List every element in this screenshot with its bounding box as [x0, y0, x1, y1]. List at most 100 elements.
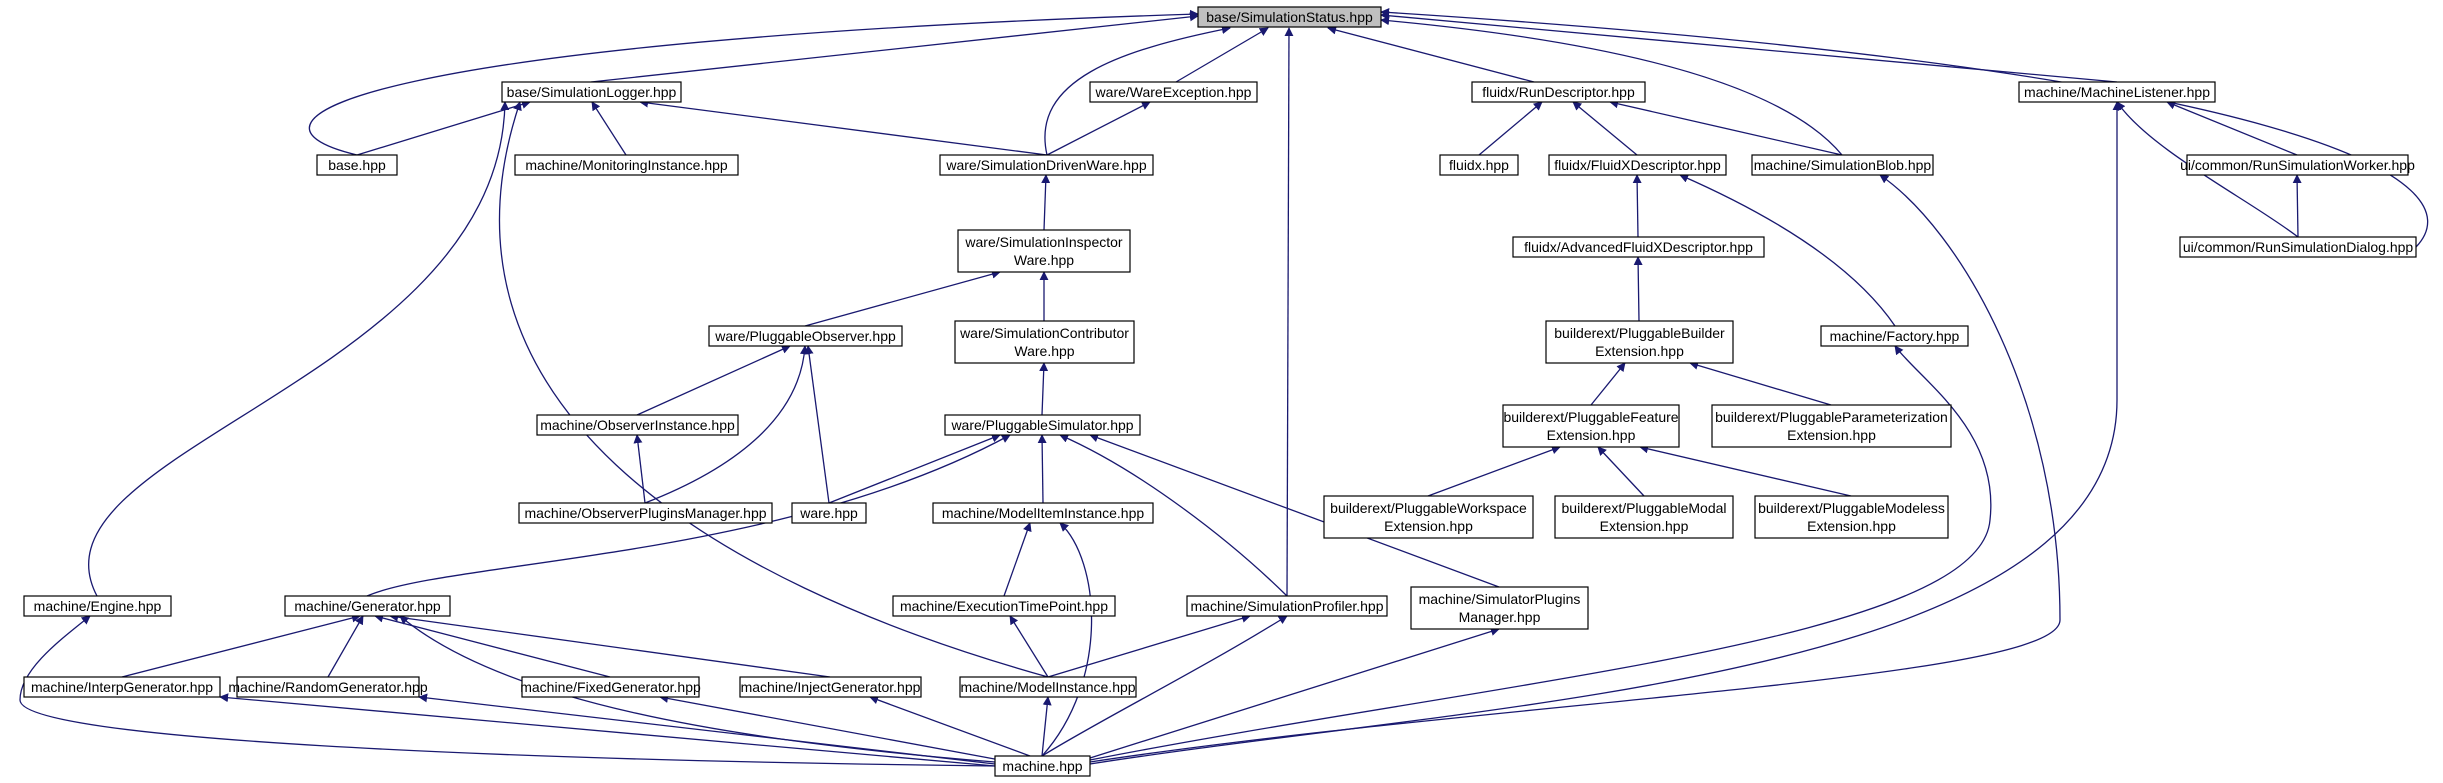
- node-ware-hpp[interactable]: ware.hpp: [791, 502, 867, 524]
- node-label: machine/ModelItemInstance.hpp: [942, 505, 1145, 521]
- node-box[interactable]: [1554, 495, 1734, 539]
- node-machine-modeliteminstance-hpp[interactable]: machine/ModelItemInstance.hpp: [932, 502, 1154, 524]
- node-machine-fixedgenerator-hpp[interactable]: machine/FixedGenerator.hpp: [520, 676, 701, 698]
- node-label: ware.hpp: [799, 505, 858, 521]
- node-box[interactable]: [2186, 154, 2409, 176]
- node-box[interactable]: [536, 414, 739, 436]
- node-box[interactable]: [514, 154, 739, 176]
- node-box[interactable]: [1089, 81, 1258, 103]
- node-machine-engine-hpp[interactable]: machine/Engine.hpp: [23, 595, 172, 617]
- node-machine-injectgenerator-hpp[interactable]: machine/InjectGenerator.hpp: [739, 676, 922, 698]
- node-fluidx-fluidxdescriptor-hpp[interactable]: fluidx/FluidXDescriptor.hpp: [1548, 154, 1727, 176]
- node-box[interactable]: [892, 595, 1116, 617]
- node-label: machine/Factory.hpp: [1830, 328, 1960, 344]
- node-box[interactable]: [1754, 495, 1949, 539]
- node-machine-simulationprofiler-hpp[interactable]: machine/SimulationProfiler.hpp: [1186, 595, 1388, 617]
- node-ware-pluggableobserver-hpp[interactable]: ware/PluggableObserver.hpp: [708, 325, 903, 347]
- node-base-simulationlogger-hpp[interactable]: base/SimulationLogger.hpp: [501, 81, 682, 103]
- node-machine-simulationblob-hpp[interactable]: machine/SimulationBlob.hpp: [1751, 154, 1934, 176]
- node-box[interactable]: [954, 320, 1135, 364]
- node-machine-modelinstance-hpp[interactable]: machine/ModelInstance.hpp: [959, 676, 1137, 698]
- node-box[interactable]: [284, 595, 451, 617]
- node-ui-common-runsimulationworker-hpp[interactable]: ui/common/RunSimulationWorker.hpp: [2180, 154, 2415, 176]
- node-box[interactable]: [1711, 404, 1952, 448]
- node-fluidx-rundescriptor-hpp[interactable]: fluidx/RunDescriptor.hpp: [1471, 81, 1646, 103]
- edge-machinehpp-to-factory: [1089, 345, 1992, 761]
- node-machine-hpp[interactable]: machine.hpp: [994, 755, 1091, 777]
- node-fluidx-advancedfluidxdescriptor-hpp[interactable]: fluidx/AdvancedFluidXDescriptor.hpp: [1512, 236, 1765, 258]
- node-label: builderext/PluggableWorkspace: [1330, 500, 1527, 516]
- node-box[interactable]: [994, 755, 1091, 777]
- edge-modelitem-to-psimulator: [1037, 434, 1047, 504]
- node-box[interactable]: [521, 676, 700, 698]
- node-box[interactable]: [1751, 154, 1934, 176]
- node-builderext-pluggablemodeless-extension-hpp[interactable]: builderext/PluggableModelessExtension.hp…: [1754, 495, 1949, 539]
- node-machine-generator-hpp[interactable]: machine/Generator.hpp: [284, 595, 451, 617]
- node-box[interactable]: [501, 81, 682, 103]
- node-machine-factory-hpp[interactable]: machine/Factory.hpp: [1820, 325, 1969, 347]
- node-label: builderext/PluggableModal: [1562, 500, 1727, 516]
- node-machine-machinelistener-hpp[interactable]: machine/MachineListener.hpp: [2018, 81, 2216, 103]
- node-box[interactable]: [1197, 6, 1382, 28]
- node-box[interactable]: [1545, 320, 1734, 364]
- node-label: machine/SimulatorPlugins: [1419, 591, 1581, 607]
- node-builderext-pluggableworkspace-extension-hpp[interactable]: builderext/PluggableWorkspaceExtension.h…: [1323, 495, 1534, 539]
- node-box[interactable]: [23, 676, 221, 698]
- node-machine-randomgenerator-hpp[interactable]: machine/RandomGenerator.hpp: [228, 676, 428, 698]
- node-builderext-pluggableparameterization-extension-hpp[interactable]: builderext/PluggableParameterizationExte…: [1711, 404, 1952, 448]
- node-machine-interpgenerator-hpp[interactable]: machine/InterpGenerator.hpp: [23, 676, 221, 698]
- node-box[interactable]: [1471, 81, 1646, 103]
- node-box[interactable]: [236, 676, 420, 698]
- edge-profiler-to-status: [1284, 27, 1294, 597]
- node-ware-pluggablesimulator-hpp[interactable]: ware/PluggableSimulator.hpp: [944, 414, 1141, 436]
- node-fluidx-hpp[interactable]: fluidx.hpp: [1439, 154, 1519, 176]
- node-box[interactable]: [957, 229, 1131, 273]
- node-machine-executiontimepoint-hpp[interactable]: machine/ExecutionTimePoint.hpp: [892, 595, 1116, 617]
- node-label: machine/Engine.hpp: [34, 598, 162, 614]
- node-box[interactable]: [316, 154, 398, 176]
- node-box[interactable]: [1548, 154, 1727, 176]
- edge-machinehpp-to-engine: [19, 615, 996, 767]
- node-box[interactable]: [2179, 236, 2417, 258]
- node-ware-wareexception-hpp[interactable]: ware/WareException.hpp: [1089, 81, 1258, 103]
- node-box[interactable]: [939, 154, 1154, 176]
- node-ware-simulationdrivenware-hpp[interactable]: ware/SimulationDrivenWare.hpp: [939, 154, 1154, 176]
- node-box[interactable]: [23, 595, 172, 617]
- edge-simblob-to-status: [1380, 16, 1843, 156]
- node-machine-monitoringinstance-hpp[interactable]: machine/MonitoringInstance.hpp: [514, 154, 739, 176]
- node-label: builderext/PluggableParameterization: [1715, 409, 1948, 425]
- node-base-simulationstatus-hpp[interactable]: base/SimulationStatus.hpp: [1197, 6, 1382, 28]
- node-box[interactable]: [2018, 81, 2216, 103]
- node-ui-common-runsimulationdialog-hpp[interactable]: ui/common/RunSimulationDialog.hpp: [2179, 236, 2417, 258]
- node-box[interactable]: [739, 676, 922, 698]
- node-machine-observerinstance-hpp[interactable]: machine/ObserverInstance.hpp: [536, 414, 739, 436]
- node-box[interactable]: [959, 676, 1137, 698]
- node-base-hpp[interactable]: base.hpp: [316, 154, 398, 176]
- edge-modelinst-to-logger: [499, 101, 1049, 678]
- edge-obsplugins-to-pobserver: [644, 345, 809, 504]
- node-box[interactable]: [1820, 325, 1969, 347]
- edge-warehpp-to-pobserver: [804, 345, 830, 504]
- node-box[interactable]: [944, 414, 1141, 436]
- node-box[interactable]: [708, 325, 903, 347]
- node-box[interactable]: [1502, 404, 1680, 448]
- node-box[interactable]: [1512, 236, 1765, 258]
- node-label: Ware.hpp: [1014, 343, 1074, 359]
- edge-machinehpp-to-interpgen: [219, 693, 996, 767]
- node-box[interactable]: [518, 502, 773, 524]
- node-box[interactable]: [791, 502, 867, 524]
- node-box[interactable]: [1323, 495, 1534, 539]
- edge-pobserver-to-inspector: [804, 269, 1001, 327]
- edge-rundesc-to-status: [1327, 25, 1535, 83]
- node-box[interactable]: [1186, 595, 1388, 617]
- node-box[interactable]: [932, 502, 1154, 524]
- node-box[interactable]: [1410, 586, 1589, 630]
- node-machine-observerpluginsmanager-hpp[interactable]: machine/ObserverPluginsManager.hpp: [518, 502, 773, 524]
- node-box[interactable]: [1439, 154, 1519, 176]
